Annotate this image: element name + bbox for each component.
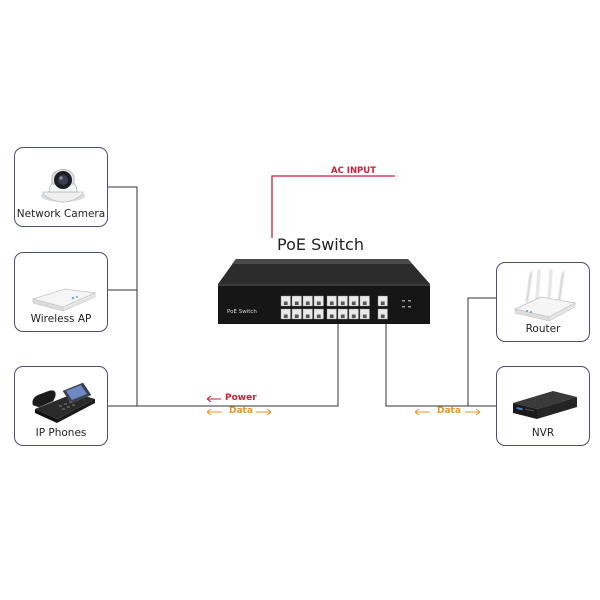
port-clip bbox=[362, 301, 367, 305]
device-box-ip-phones: IP Phones bbox=[14, 366, 108, 446]
port-clip bbox=[329, 314, 334, 318]
port-clip bbox=[316, 301, 321, 305]
ip-phone-icon bbox=[32, 382, 95, 423]
ethernet-port bbox=[302, 308, 313, 320]
ethernet-port bbox=[280, 295, 291, 307]
device-box-router: Router bbox=[496, 262, 590, 342]
ethernet-port bbox=[348, 308, 359, 320]
port-clip bbox=[305, 314, 310, 318]
ethernet-port bbox=[348, 295, 359, 307]
nvr-connection-line bbox=[385, 324, 496, 407]
ethernet-port bbox=[291, 295, 302, 307]
device-label: NVR bbox=[531, 427, 555, 439]
port-clip bbox=[316, 314, 321, 318]
status-led bbox=[402, 306, 405, 308]
device-box-nvr: NVR bbox=[496, 366, 590, 446]
status-led bbox=[408, 306, 411, 308]
data-arrow-right-icon bbox=[465, 408, 481, 416]
power-arrow-icon bbox=[206, 395, 221, 403]
camera-connection-line bbox=[108, 186, 138, 406]
device-box-network-camera: Network Camera bbox=[14, 147, 108, 227]
port-clip bbox=[283, 314, 288, 318]
port-clip bbox=[351, 301, 356, 305]
data-arrow-right-icon bbox=[256, 408, 272, 416]
status-led bbox=[402, 300, 405, 302]
port-clip bbox=[294, 314, 299, 318]
ethernet-port bbox=[291, 308, 302, 320]
port-clip bbox=[380, 314, 385, 318]
ac-input-line bbox=[271, 175, 395, 238]
device-box-wireless-ap: Wireless AP bbox=[14, 252, 108, 332]
ethernet-port bbox=[313, 295, 324, 307]
phone-connection-line bbox=[108, 324, 339, 407]
ethernet-ports bbox=[280, 295, 411, 320]
switch-brand-label: PoE Switch bbox=[227, 309, 257, 315]
port-clip bbox=[305, 301, 310, 305]
data-label-right: Data bbox=[437, 406, 461, 416]
data-arrow-left-icon bbox=[206, 408, 222, 416]
access-point-icon bbox=[31, 288, 97, 312]
port-clip bbox=[329, 301, 334, 305]
switch-title: PoE Switch bbox=[277, 235, 364, 254]
nvr-icon bbox=[513, 391, 577, 419]
data-label-left: Data bbox=[229, 406, 253, 416]
ethernet-port bbox=[280, 308, 291, 320]
ethernet-port bbox=[326, 295, 337, 307]
device-label: IP Phones bbox=[35, 427, 87, 439]
status-led bbox=[408, 300, 411, 302]
ethernet-port bbox=[359, 308, 370, 320]
port-clip bbox=[351, 314, 356, 318]
ethernet-port bbox=[326, 308, 337, 320]
device-label: Wireless AP bbox=[30, 313, 92, 325]
router-icon bbox=[513, 269, 577, 322]
power-label: Power bbox=[225, 393, 257, 403]
ethernet-port bbox=[302, 295, 313, 307]
data-arrow-left-icon bbox=[414, 408, 430, 416]
router-connection-line bbox=[467, 297, 496, 406]
port-clip bbox=[340, 301, 345, 305]
dome-camera-icon bbox=[41, 168, 85, 203]
port-clip bbox=[283, 301, 288, 305]
ethernet-port bbox=[359, 295, 370, 307]
ethernet-port bbox=[337, 308, 348, 320]
ethernet-port bbox=[377, 308, 388, 320]
port-clip bbox=[340, 314, 345, 318]
ethernet-port bbox=[313, 308, 324, 320]
port-clip bbox=[362, 314, 367, 318]
ac-input-label: AC INPUT bbox=[331, 166, 376, 176]
ethernet-port bbox=[337, 295, 348, 307]
port-clip bbox=[294, 301, 299, 305]
device-label: Router bbox=[525, 323, 561, 335]
ethernet-port bbox=[377, 295, 388, 307]
port-clip bbox=[380, 301, 385, 305]
poe-switch-device bbox=[218, 259, 430, 324]
device-label: Network Camera bbox=[16, 208, 106, 220]
